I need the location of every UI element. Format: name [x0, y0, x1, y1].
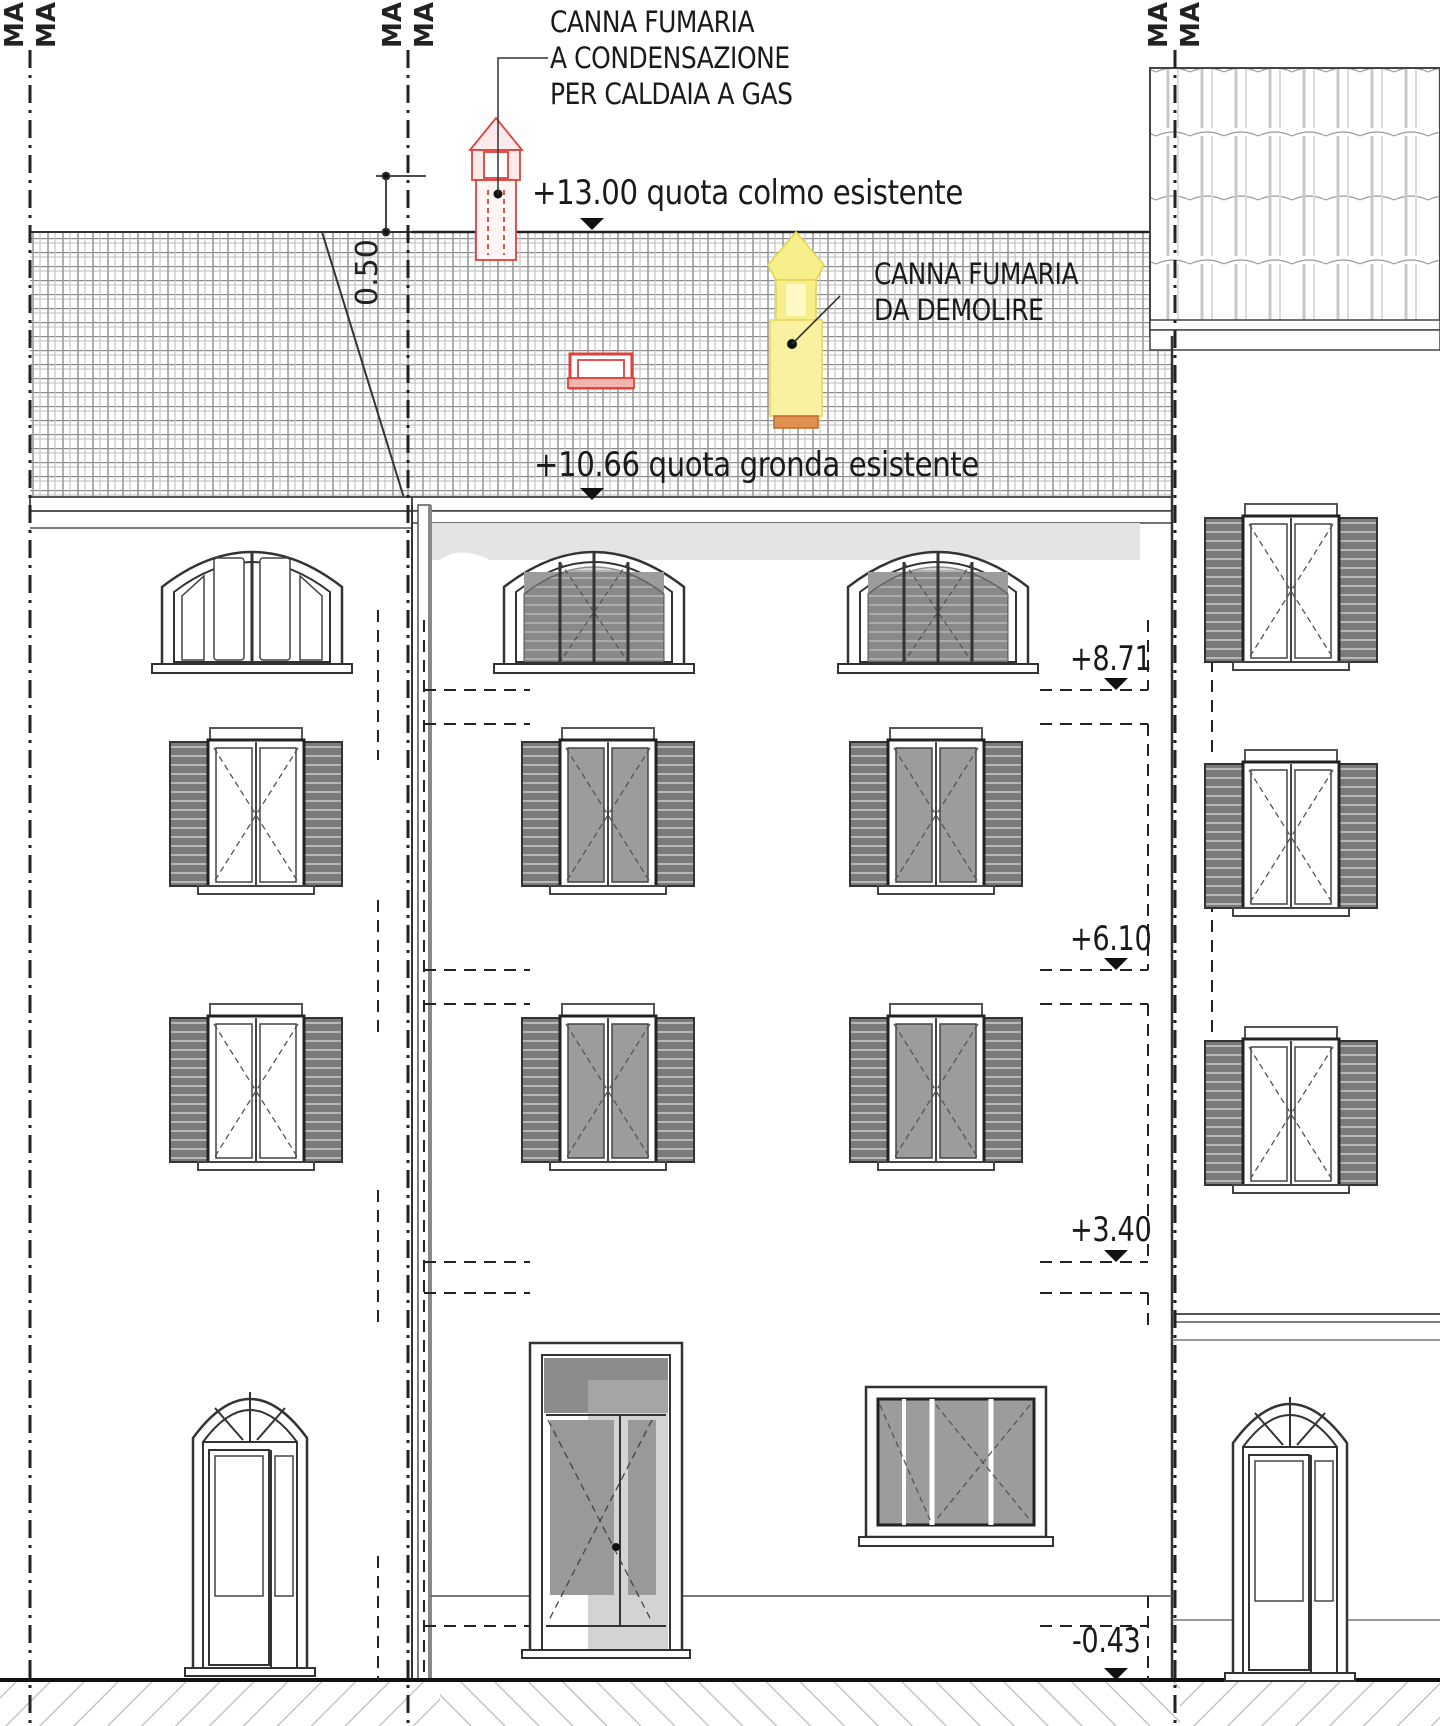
level-2-elevation-label: +6.10	[1070, 919, 1152, 959]
demolish-flue-label-line: CANNA FUMARIA	[874, 257, 1079, 291]
axis-label: MA	[1176, 2, 1206, 48]
new-flue-label-line: A CONDENSAZIONE	[550, 41, 790, 75]
dimension-label: 0.50	[350, 239, 385, 306]
new-flue-label-line: PER CALDAIA A GAS	[550, 77, 793, 111]
new-flue-label: CANNA FUMARIA A CONDENSAZIONE PER CALDAI…	[550, 4, 793, 112]
axis-label: MA	[1144, 2, 1174, 48]
ground-elevation-label: -0.43	[1072, 1621, 1141, 1661]
ridge-elevation-label: +13.00 quota colmo esistente	[532, 173, 963, 213]
level-3-elevation-label: +8.71	[1070, 639, 1152, 679]
new-flue-label-line: CANNA FUMARIA	[550, 5, 755, 39]
axis-label: MA	[32, 2, 62, 48]
axis-label: MA	[378, 2, 408, 48]
axis-label: MA	[410, 2, 440, 48]
level-1-elevation-label: +3.40	[1070, 1210, 1152, 1250]
right-roof	[1149, 67, 1440, 337]
ground-window	[858, 1385, 1054, 1547]
main-door	[521, 1341, 691, 1659]
demolish-flue-label: CANNA FUMARIA DA DEMOLIRE	[874, 256, 1079, 328]
demolish-flue-label-line: DA DEMOLIRE	[874, 293, 1044, 327]
eave-elevation-label: +10.66 quota gronda esistente	[534, 445, 979, 485]
new-flue	[468, 116, 635, 390]
flue-to-demolish	[766, 230, 826, 429]
axis-label: MA	[0, 2, 30, 48]
